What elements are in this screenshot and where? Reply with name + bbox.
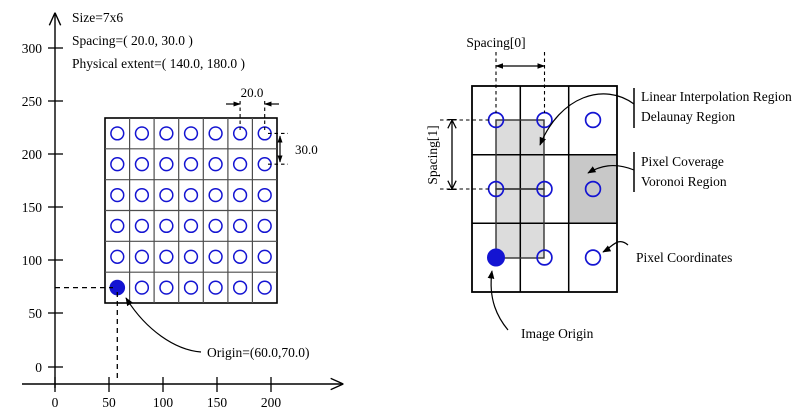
interpolation-outline-b: [495, 188, 545, 259]
y-tick-label-50: 50: [29, 306, 43, 321]
origin-label: Origin=(60.0,70.0): [207, 345, 309, 360]
x-tick-label-0: 0: [52, 395, 59, 410]
interpolation-callout: Linear Interpolation Region Delaunay Reg…: [539, 88, 792, 146]
left-panel: Size=7x6 Spacing=( 20.0, 30.0 ) Physical…: [22, 10, 342, 410]
coverage-callout: Pixel Coverage Voronoi Region: [587, 152, 727, 192]
info-line-size: Size=7x6: [72, 10, 123, 25]
info-text-block: Size=7x6 Spacing=( 20.0, 30.0 ) Physical…: [72, 10, 245, 71]
image-origin-marker: [487, 248, 506, 267]
spacing0-label: Spacing[0]: [466, 35, 525, 50]
origin-callout: Origin=(60.0,70.0): [125, 297, 309, 360]
y-tick-label-0: 0: [35, 360, 42, 375]
pixel-coordinates-callout: Pixel Coordinates: [602, 240, 732, 265]
image-origin-label: Image Origin: [521, 326, 594, 341]
x-tick-label-100: 100: [153, 395, 174, 410]
right-panel: Spacing[0] Spacing[1] Linear Interpolati…: [425, 35, 792, 341]
x-tick-label-150: 150: [207, 395, 228, 410]
image-origin-callout: Image Origin: [487, 270, 594, 341]
info-line-extent: Physical extent=( 140.0, 180.0 ): [72, 56, 245, 71]
spacing-x-annotation: 20.0: [226, 85, 279, 130]
y-tick-label-200: 200: [22, 147, 43, 162]
pixel-coordinates-label: Pixel Coordinates: [636, 250, 732, 265]
x-tick-label-200: 200: [261, 395, 282, 410]
x-axis: 0 50 100 150 200: [22, 377, 342, 410]
y-tick-label-100: 100: [22, 253, 43, 268]
interpolation-label-line1: Linear Interpolation Region: [641, 89, 792, 104]
y-axis: 0 50 100 150 200 250 300: [22, 14, 63, 388]
spacing-y-label: 30.0: [295, 142, 318, 157]
spacing-y-annotation: 30.0: [268, 132, 318, 165]
info-line-spacing: Spacing=( 20.0, 30.0 ): [72, 33, 193, 48]
spacing1-annotation: Spacing[1]: [425, 120, 492, 189]
interpolation-label-line2: Delaunay Region: [641, 109, 735, 124]
coverage-label-line1: Pixel Coverage: [641, 154, 724, 169]
coverage-label-line2: Voronoi Region: [641, 174, 727, 189]
origin-guides: [55, 286, 118, 381]
spacing-x-label: 20.0: [241, 85, 264, 100]
pixel-grid: [104, 117, 278, 304]
y-tick-label-250: 250: [22, 94, 43, 109]
spacing0-annotation: Spacing[0]: [466, 35, 546, 113]
spacing1-label: Spacing[1]: [425, 125, 440, 184]
y-tick-label-150: 150: [22, 200, 43, 215]
x-tick-label-50: 50: [102, 395, 116, 410]
y-tick-label-300: 300: [22, 41, 43, 56]
